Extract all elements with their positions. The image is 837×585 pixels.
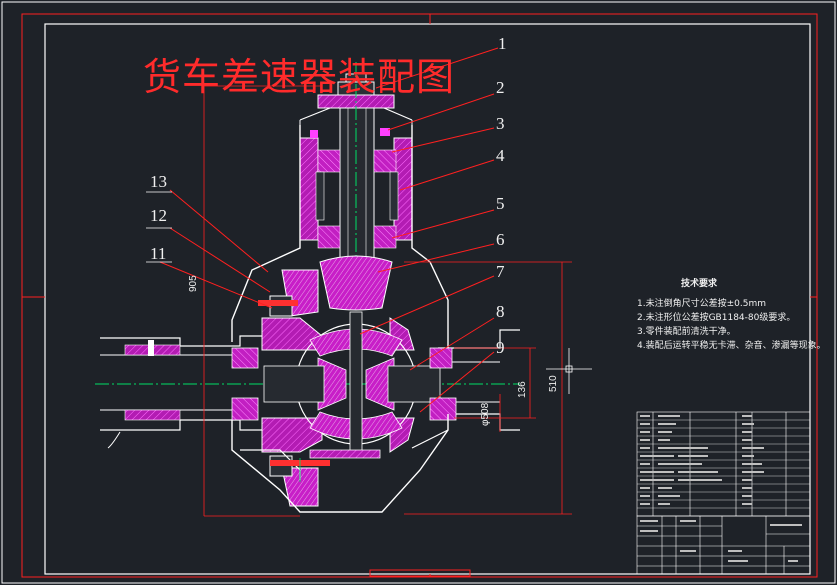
parts-list-rows bbox=[637, 419, 810, 509]
tech-requirement-4: 4.装配后运转平稳无卡滞、杂音、渗漏等现象。 bbox=[637, 341, 826, 351]
lower-housing bbox=[231, 414, 449, 513]
callout-2: 2 bbox=[496, 78, 505, 97]
crosshair bbox=[546, 348, 592, 394]
callout-8: 8 bbox=[496, 302, 505, 321]
title-block bbox=[636, 515, 811, 575]
callout-5: 5 bbox=[496, 194, 505, 213]
drawing-title: 货车差速器装配图 bbox=[143, 55, 456, 99]
parts-list-entries bbox=[640, 415, 764, 505]
callout-6: 6 bbox=[496, 230, 505, 249]
callout-9: 9 bbox=[496, 338, 505, 357]
drive-pinion bbox=[319, 255, 393, 311]
differential-case bbox=[261, 311, 441, 457]
dimension-lines bbox=[203, 85, 572, 517]
dimension-905: 905 bbox=[188, 275, 199, 292]
callout-3: 3 bbox=[496, 114, 505, 133]
dimension-diameter: φ508 bbox=[480, 402, 491, 426]
tech-requirement-2: 2.未注形位公差按GB1184-80级要求。 bbox=[637, 313, 796, 323]
title-block-entries bbox=[640, 520, 802, 562]
callout-4: 4 bbox=[496, 146, 505, 165]
tech-requirement-1: 1.未注倒角尺寸公差按±0.5mm bbox=[637, 299, 766, 309]
tech-requirement-3: 3.零件装配前清洗干净。 bbox=[637, 327, 736, 337]
callout-1: 1 bbox=[498, 34, 507, 53]
tech-requirements-title: 技术要求 bbox=[681, 279, 718, 289]
drawing-frame bbox=[44, 23, 811, 575]
red-border bbox=[21, 13, 818, 578]
dimension-510: 510 bbox=[548, 375, 559, 392]
callout-11: 11 bbox=[150, 244, 167, 263]
callout-13: 13 bbox=[150, 172, 167, 191]
dimension-136: 136 bbox=[517, 381, 528, 398]
bolt-upper bbox=[258, 300, 298, 306]
lower-bolt-plate bbox=[309, 449, 381, 459]
axle-housing bbox=[100, 329, 520, 449]
callout-12: 12 bbox=[150, 206, 167, 225]
callout-7: 7 bbox=[496, 262, 505, 281]
callout-underlines bbox=[146, 191, 172, 263]
leader-lines bbox=[159, 47, 499, 413]
bottom-scale-bar bbox=[369, 569, 471, 577]
